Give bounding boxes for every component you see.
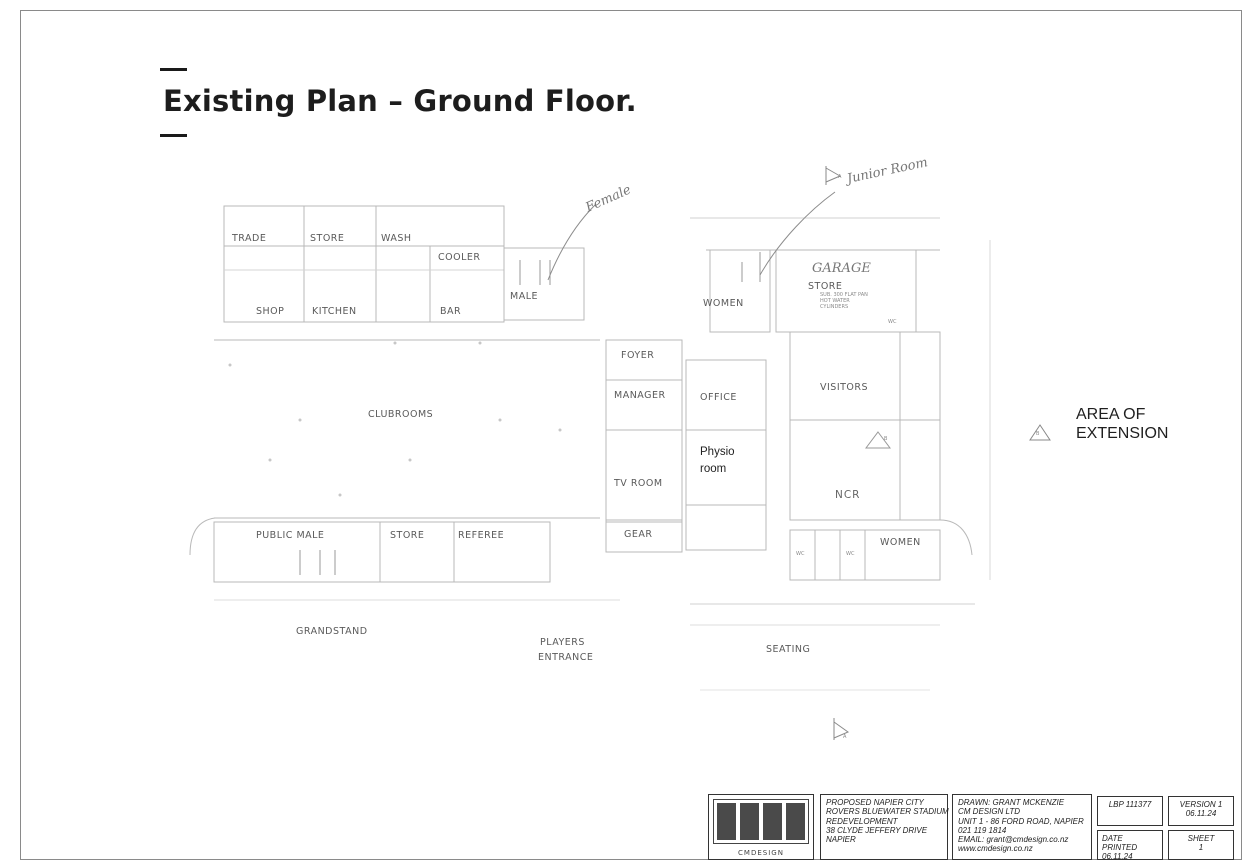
label-entrance: ENTRANCE — [538, 652, 593, 663]
label-cooler: COOLER — [438, 252, 480, 263]
label-tv-room: TV ROOM — [613, 478, 663, 489]
drawn-line-2: CM DESIGN LTD — [958, 807, 1021, 817]
visitors-ncr-outline — [789, 331, 941, 521]
store-right-note-2: HOT WATER — [820, 298, 850, 304]
label-public-male: PUBLIC MALE — [256, 530, 324, 541]
drawn-line-6: www.cmdesign.co.nz — [958, 844, 1033, 854]
label-wc-bottom-1: WC — [796, 551, 805, 557]
cmdesign-logo-box: CMDESIGN — [708, 794, 814, 860]
project-line-2: ROVERS BLUEWATER STADIUM — [826, 807, 949, 817]
label-foyer: FOYER — [621, 350, 654, 361]
label-store-top: STORE — [310, 233, 344, 244]
drawn-line-4: 021 119 1814 — [958, 825, 1007, 835]
title-rule-top — [160, 68, 187, 71]
label-shop: SHOP — [256, 306, 284, 317]
page-title: Existing Plan – Ground Floor. — [163, 84, 637, 118]
project-line-3: REDEVELOPMENT — [826, 816, 898, 826]
office-physio-outline — [685, 359, 767, 551]
sheet-cell: SHEET 1 — [1168, 830, 1234, 860]
label-visitors: VISITORS — [820, 382, 868, 393]
label-players: PLAYERS — [540, 637, 585, 648]
section-marker-b-ncr: B — [884, 436, 888, 442]
lbp-cell: LBP 111377 — [1097, 796, 1163, 826]
area-of-extension-label: AREA OF EXTENSION — [1076, 405, 1168, 443]
handwritten-female-note: Female — [583, 182, 634, 216]
label-male-top: MALE — [510, 291, 538, 302]
version-label: VERSION 1 — [1179, 800, 1223, 809]
project-line-4: 38 CLYDE JEFFERY DRIVE — [826, 825, 928, 835]
service-block-outline — [223, 205, 505, 323]
label-referee: REFEREE — [458, 530, 504, 541]
label-store-right: STORE — [808, 281, 842, 292]
label-women-bottom: WOMEN — [880, 537, 921, 548]
sheet-number: 1 — [1198, 843, 1204, 852]
date-printed-value: 06.11.24 — [1102, 852, 1133, 861]
label-manager: MANAGER — [614, 390, 666, 401]
store-right-note-1: SUB. 300 FLAT PAN — [820, 292, 868, 298]
drawn-by-block: DRAWN: GRANT MCKENZIE CM DESIGN LTD UNIT… — [952, 794, 1092, 860]
date-printed-label: DATE PRINTED — [1102, 834, 1138, 852]
label-women-top: WOMEN — [703, 298, 744, 309]
label-wc-top: WC — [888, 319, 897, 325]
male-room-outline — [503, 247, 585, 321]
label-wash: WASH — [381, 233, 412, 244]
version-date: 06.11.24 — [1185, 809, 1217, 818]
physio-room-label-1: Physio — [700, 446, 735, 458]
version-cell: VERSION 1 06.11.24 — [1168, 796, 1234, 826]
section-marker-b-right: B — [1036, 431, 1040, 437]
area-of-extension-line2: EXTENSION — [1076, 425, 1169, 442]
store-right-note-3: CYLINDERS — [820, 304, 848, 310]
project-line-5: NAPIER — [826, 835, 856, 845]
drawn-line-5: EMAIL: grant@cmdesign.co.nz — [958, 835, 1069, 845]
drawn-line-1: DRAWN: GRANT MCKENZIE — [958, 798, 1065, 807]
label-grandstand: GRANDSTAND — [296, 626, 368, 637]
project-info-block: PROPOSED NAPIER CITY ROVERS BLUEWATER ST… — [820, 794, 949, 860]
label-garage-handwritten: GARAGE — [812, 261, 871, 276]
lbp-number: LBP 111377 — [1108, 800, 1152, 809]
label-kitchen: KITCHEN — [312, 306, 357, 317]
women-top-outline — [709, 249, 771, 333]
label-seating: SEATING — [766, 644, 810, 655]
bottom-left-rooms-outline — [213, 521, 551, 583]
handwritten-junior-room-note: Junior Room — [843, 155, 929, 187]
section-marker-a-bottom: A — [843, 734, 847, 740]
label-store-bottom: STORE — [390, 530, 424, 541]
title-rule-bottom — [160, 134, 187, 137]
label-ncr: NCR — [835, 489, 860, 501]
cmdesign-logo-text: CMDESIGN — [738, 849, 784, 857]
date-printed-cell: DATE PRINTED 06.11.24 — [1097, 830, 1163, 861]
label-office: OFFICE — [700, 392, 737, 403]
label-trade: TRADE — [231, 233, 266, 244]
cmdesign-logo-mark — [713, 799, 809, 844]
label-clubrooms: CLUBROOMS — [368, 409, 433, 420]
project-line-1: PROPOSED NAPIER CITY — [826, 798, 924, 807]
physio-room-label-2: room — [700, 463, 726, 475]
label-bar: BAR — [440, 306, 461, 317]
area-of-extension-line1: AREA OF — [1076, 406, 1146, 423]
label-gear: GEAR — [624, 529, 652, 540]
label-wc-bottom-2: WC — [846, 551, 855, 557]
drawing-sheet-border — [20, 10, 1242, 860]
drawn-line-3: UNIT 1 - 86 FORD ROAD, NAPIER — [958, 816, 1084, 826]
sheet-label: SHEET — [1187, 834, 1215, 843]
section-marker-a-top: A — [838, 174, 842, 180]
